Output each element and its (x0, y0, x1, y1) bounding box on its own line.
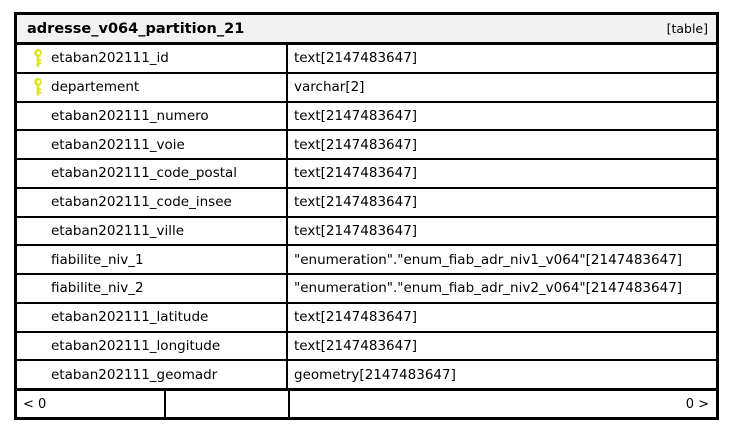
table-row[interactable]: fiabilite_niv_2 "enumeration"."enum_fiab_… (17, 275, 716, 304)
table-row[interactable]: etaban202111_code_insee text[2147483647] (17, 188, 716, 218)
column-type-cell: varchar[2] (288, 74, 716, 101)
table-row[interactable]: etaban202111_numero text[2147483647] (17, 102, 716, 132)
pagination-footer: < 0 0 > (17, 388, 716, 417)
column-type-cell: geometry[2147483647] (288, 361, 716, 388)
entity-kind-label: [table] (666, 21, 708, 36)
prev-page-label: < 0 (23, 396, 47, 412)
column-name: etaban202111_ville (51, 222, 185, 239)
column-name: fiabilite_niv_1 (51, 251, 144, 268)
column-name: etaban202111_code_insee (51, 194, 232, 211)
column-type-cell: text[2147483647] (288, 131, 716, 158)
table-row[interactable]: etaban202111_id text[2147483647] (17, 45, 716, 74)
column-type-cell: text[2147483647] (288, 333, 716, 360)
key-icon-placeholder (25, 218, 51, 245)
key-icon-placeholder (25, 333, 51, 360)
column-type: text[2147483647] (294, 309, 418, 326)
table-row[interactable]: fiabilite_niv_1 "enumeration"."enum_fiab_… (17, 246, 716, 275)
column-name-cell: etaban202111_longitude (17, 332, 288, 360)
key-icon-placeholder (25, 189, 51, 216)
column-name-cell: etaban202111_id (17, 45, 288, 72)
column-type-cell: text[2147483647] (288, 45, 716, 72)
column-type-cell: text[2147483647] (288, 160, 716, 187)
column-name-cell: etaban202111_numero (17, 102, 288, 130)
table-row[interactable]: etaban202111_latitude text[2147483647] (17, 303, 716, 333)
key-icon-placeholder (25, 361, 51, 388)
column-type: text[2147483647] (294, 194, 418, 211)
table-row[interactable]: etaban202111_longitude text[2147483647] (17, 332, 716, 362)
column-name-cell: etaban202111_geomadr (17, 361, 288, 388)
key-icon-placeholder (25, 160, 51, 187)
column-type-cell: "enumeration"."enum_fiab_adr_niv1_v064"[… (288, 246, 716, 273)
column-name-cell: departement (17, 73, 288, 101)
entity-title: adresse_v064_partition_21 (27, 20, 245, 37)
column-name: etaban202111_voie (51, 136, 185, 153)
key-icon-placeholder (25, 103, 51, 130)
column-name: etaban202111_longitude (51, 337, 221, 354)
column-name-cell: fiabilite_niv_1 (17, 246, 288, 273)
column-list: etaban202111_id text[2147483647] departeme… (17, 45, 716, 388)
column-name-cell: etaban202111_ville (17, 217, 288, 245)
column-type: "enumeration"."enum_fiab_adr_niv1_v064"[… (294, 251, 683, 268)
column-name-cell: etaban202111_latitude (17, 303, 288, 331)
key-icon (25, 74, 51, 101)
column-type: text[2147483647] (294, 136, 418, 153)
column-name-cell: fiabilite_niv_2 (17, 275, 288, 302)
column-type: "enumeration"."enum_fiab_adr_niv2_v064"[… (294, 280, 683, 297)
column-type-cell: text[2147483647] (288, 218, 716, 245)
key-icon-placeholder (25, 304, 51, 331)
table-row[interactable]: etaban202111_voie text[2147483647] (17, 131, 716, 160)
column-name: etaban202111_numero (51, 107, 209, 124)
key-icon (25, 45, 51, 72)
column-type: text[2147483647] (294, 337, 418, 354)
column-type-cell: text[2147483647] (288, 189, 716, 216)
next-page-button[interactable]: 0 > (290, 391, 716, 417)
next-page-label: 0 > (685, 396, 709, 412)
column-name: etaban202111_code_postal (51, 165, 238, 182)
column-type: text[2147483647] (294, 50, 418, 67)
column-type: text[2147483647] (294, 107, 418, 124)
table-row[interactable]: etaban202111_geomadr geometry[2147483647] (17, 361, 716, 388)
column-type-cell: text[2147483647] (288, 103, 716, 130)
column-name: etaban202111_id (51, 50, 169, 67)
column-type: geometry[2147483647] (294, 366, 456, 383)
key-icon-placeholder (25, 275, 51, 302)
table-row[interactable]: etaban202111_ville text[2147483647] (17, 217, 716, 247)
prev-page-button[interactable]: < 0 (17, 391, 166, 417)
column-type: varchar[2] (294, 79, 365, 96)
column-name: fiabilite_niv_2 (51, 280, 144, 297)
column-name-cell: etaban202111_code_insee (17, 188, 288, 216)
key-icon-placeholder (25, 246, 51, 273)
column-name: etaban202111_geomadr (51, 366, 218, 383)
column-name: etaban202111_latitude (51, 309, 209, 326)
footer-middle-cell (166, 391, 290, 417)
column-name-cell: etaban202111_code_postal (17, 160, 288, 187)
column-type-cell: "enumeration"."enum_fiab_adr_niv2_v064"[… (288, 275, 716, 302)
table-row[interactable]: etaban202111_code_postal text[2147483647] (17, 160, 716, 189)
key-icon-placeholder (25, 131, 51, 158)
table-row[interactable]: departement varchar[2] (17, 73, 716, 103)
column-type: text[2147483647] (294, 165, 418, 182)
column-name-cell: etaban202111_voie (17, 131, 288, 158)
column-type: text[2147483647] (294, 222, 418, 239)
entity-table-box: adresse_v064_partition_21 [table] etaban… (14, 12, 719, 420)
entity-title-bar[interactable]: adresse_v064_partition_21 [table] (17, 15, 716, 45)
column-type-cell: text[2147483647] (288, 304, 716, 331)
column-name: departement (51, 79, 140, 96)
